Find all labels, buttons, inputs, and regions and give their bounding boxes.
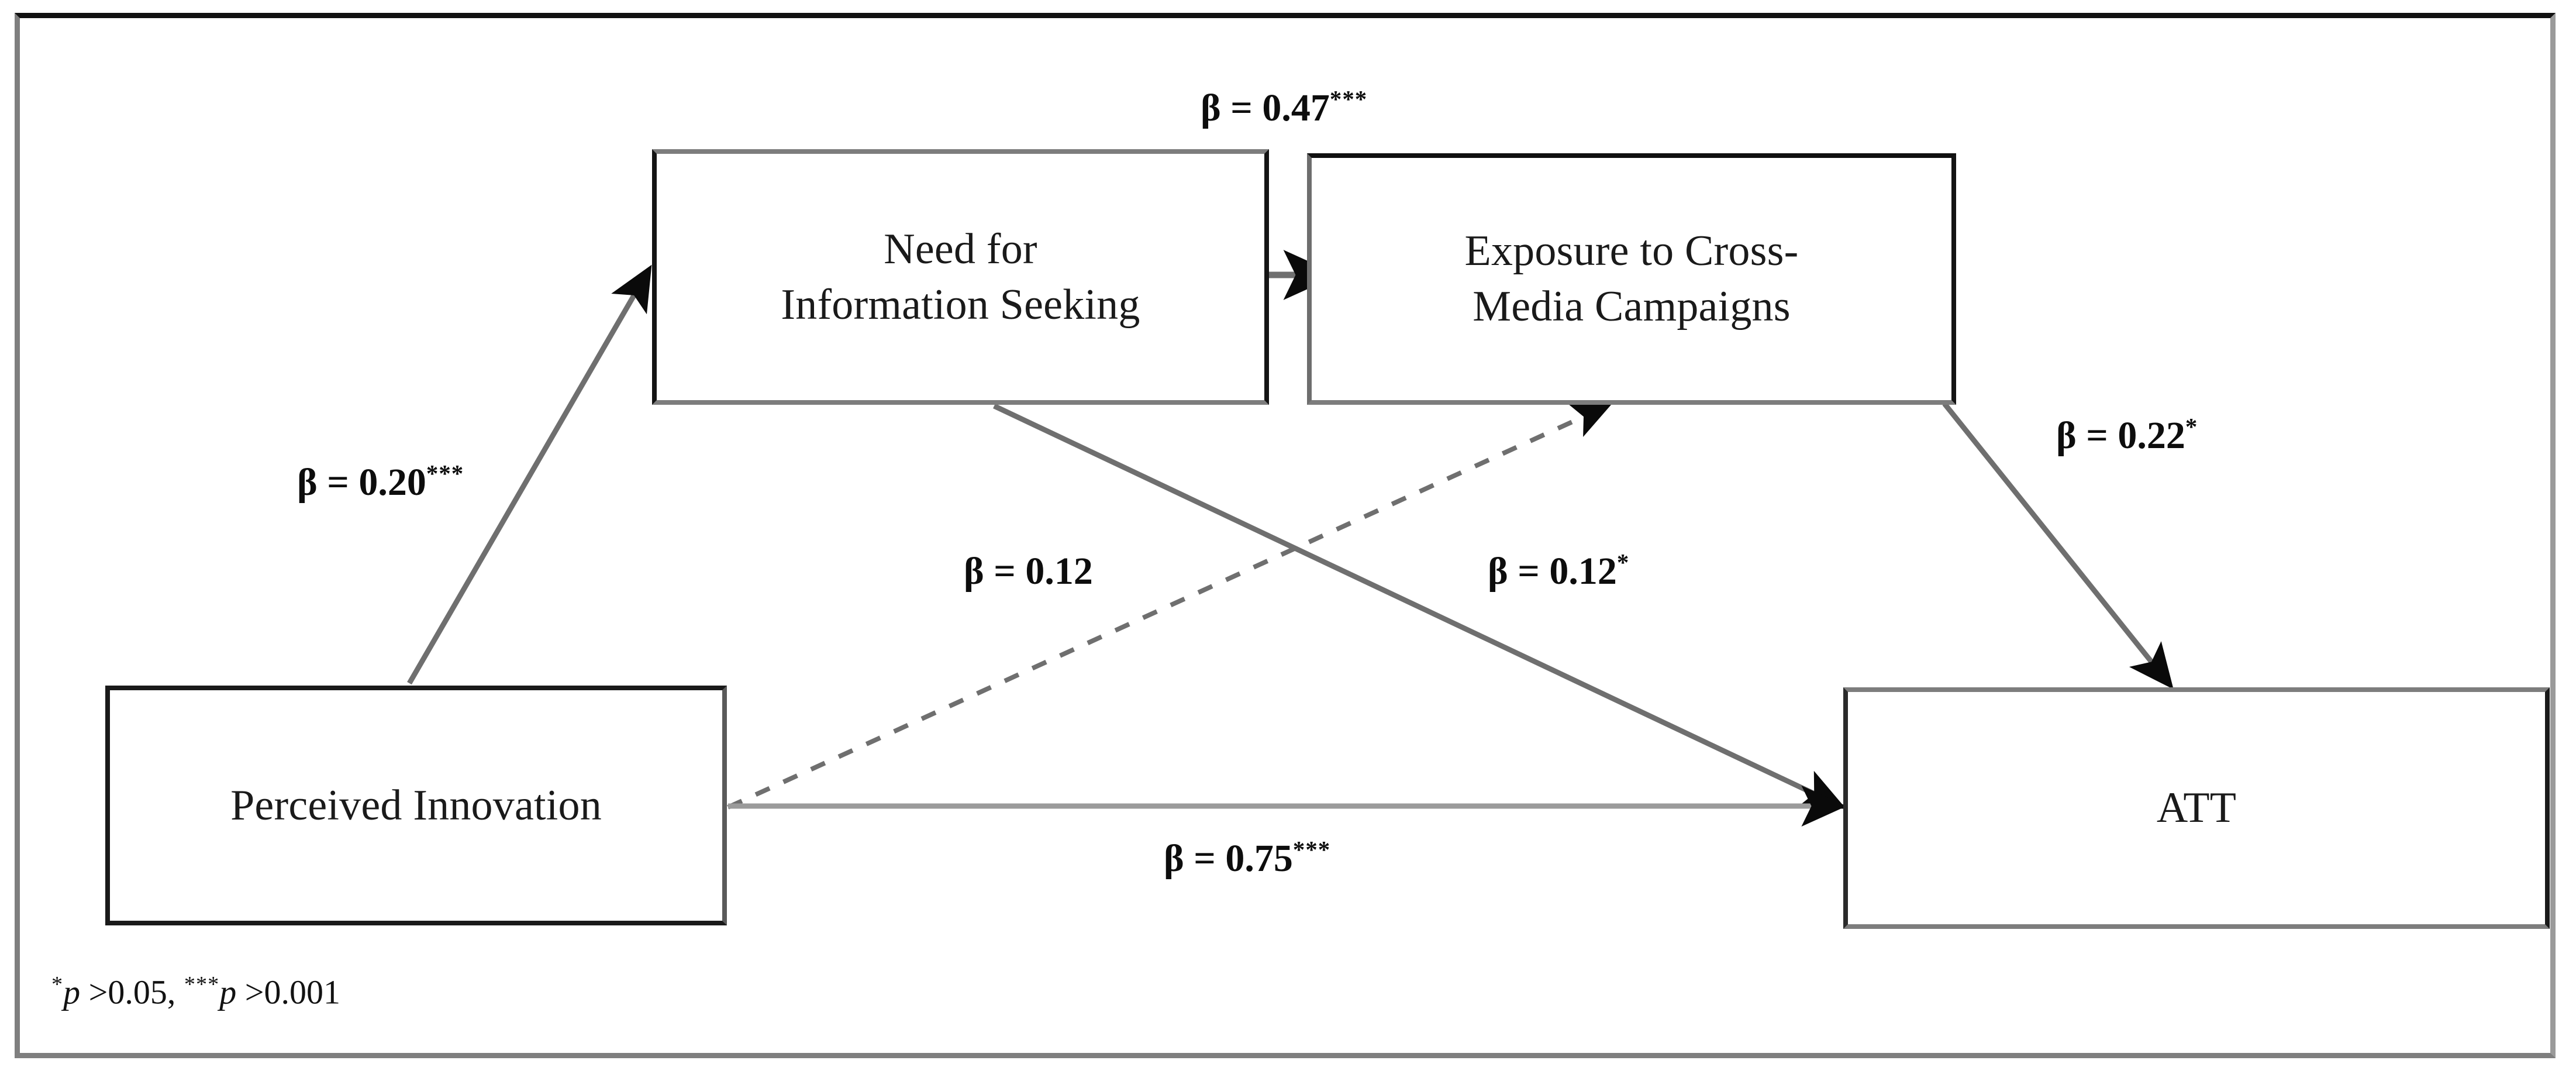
- footnote-threshold-1: >0.05,: [80, 973, 184, 1011]
- footnote-threshold-2: >0.001: [236, 973, 340, 1011]
- significance-stars-pi-to-att: ***: [1292, 836, 1331, 863]
- significance-stars-exposure-to-att: *: [2185, 414, 2198, 440]
- significance-footnote: *p >0.05, ***p >0.001: [51, 973, 340, 1009]
- path-label-nfis-to-exposure: β = 0.47***: [1201, 86, 1368, 129]
- footnote-p-italic-2: p: [219, 973, 237, 1011]
- path-label-nfis-to-att: β = 0.12*: [1488, 549, 1630, 593]
- path-label-pi-to-exposure: β = 0.12: [964, 551, 1093, 591]
- significance-stars-pi-to-nfis: ***: [426, 460, 464, 487]
- beta-value-pi-to-nfis: β = 0.20: [297, 461, 426, 504]
- beta-value-pi-to-exposure: β = 0.12: [964, 550, 1093, 593]
- beta-value-pi-to-att: β = 0.75: [1164, 837, 1293, 880]
- node-exposure-to-cross-media-campaigns[interactable]: Exposure to Cross-Media Campaigns: [1307, 153, 1956, 405]
- node-label-att: ATT: [2156, 784, 2237, 832]
- node-label-perceived-innovation: Perceived Innovation: [230, 781, 602, 829]
- beta-value-nfis-to-exposure: β = 0.47: [1201, 87, 1330, 129]
- beta-value-exposure-to-att: β = 0.22: [2056, 414, 2185, 457]
- footnote-p-italic-1: p: [63, 973, 81, 1011]
- significance-stars-nfis-to-exposure: ***: [1329, 86, 1368, 112]
- node-att[interactable]: ATT: [1843, 687, 2550, 929]
- footnote-star-single: *: [51, 972, 64, 997]
- significance-stars-nfis-to-att: *: [1616, 549, 1630, 576]
- node-label-exposure-to-cross-media-campaigns: Exposure to Cross-Media Campaigns: [1464, 227, 1799, 331]
- beta-value-nfis-to-att: β = 0.12: [1488, 550, 1617, 593]
- footnote-star-triple: ***: [184, 972, 220, 997]
- path-label-pi-to-att: β = 0.75***: [1164, 838, 1330, 878]
- path-label-pi-to-nfis: β = 0.20***: [297, 462, 464, 502]
- path-label-exposure-to-att: β = 0.22*: [2056, 415, 2198, 455]
- node-perceived-innovation[interactable]: Perceived Innovation: [105, 686, 727, 925]
